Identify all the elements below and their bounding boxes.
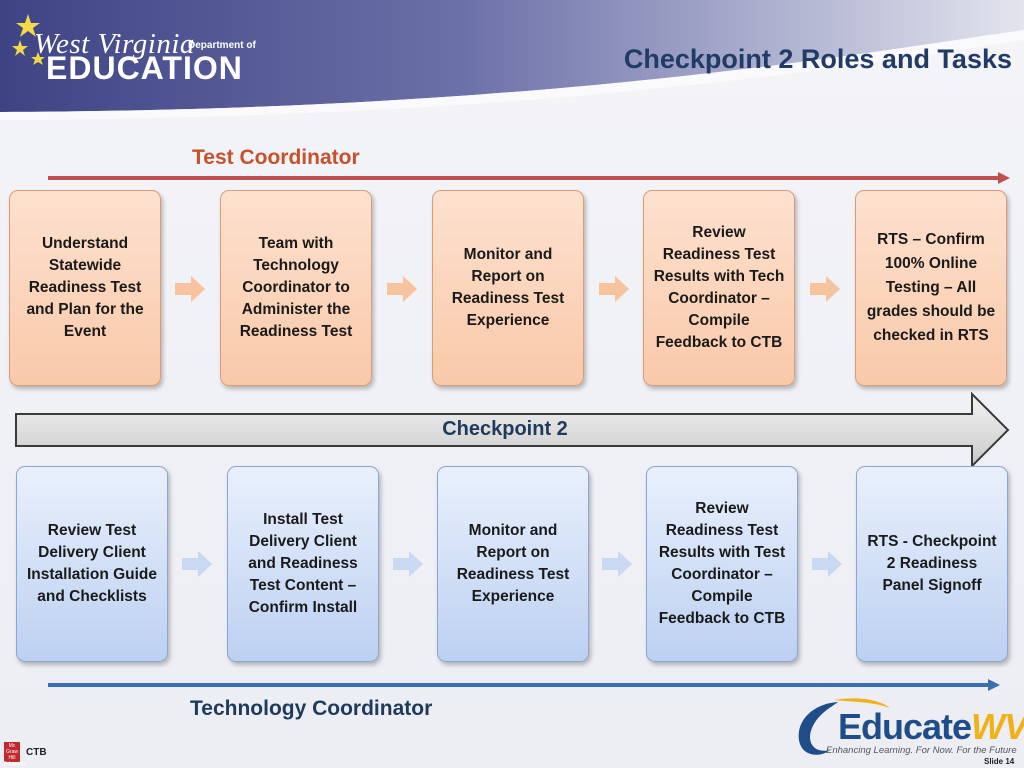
ctb-label: CTB <box>26 746 47 758</box>
arrow-right-icon <box>599 276 629 302</box>
task-box-top-2: Team with Technology Coordinator to Admi… <box>220 190 372 386</box>
slide-number: Slide 14 <box>984 757 1015 766</box>
test-coordinator-arrow <box>48 172 1010 184</box>
stars-logo-mark <box>8 12 48 77</box>
tagline: Enhancing Learning. For Now. For the Fut… <box>826 745 1017 756</box>
task-box-top-1: Understand Statewide Readiness Test and … <box>9 190 161 386</box>
educatewv-logo: EducateWV <box>838 706 1024 748</box>
task-box-bottom-1: Review Test Delivery Client Installation… <box>16 466 168 662</box>
educatewv-swoosh-icon <box>798 698 890 755</box>
arrow-right-icon <box>810 276 840 302</box>
slide-title: Checkpoint 2 Roles and Tasks <box>623 44 1012 74</box>
brand-educate: Educate <box>838 706 972 747</box>
task-box-top-3: Monitor and Report on Readiness Test Exp… <box>432 190 584 386</box>
role-test-coordinator: Test Coordinator <box>192 146 360 169</box>
arrow-right-icon <box>387 276 417 302</box>
task-box-bottom-2: Install Test Delivery Client and Readine… <box>227 466 379 662</box>
role-technology-coordinator: Technology Coordinator <box>190 697 433 720</box>
checkpoint-arrow <box>15 392 1010 468</box>
task-box-bottom-3: Monitor and Report on Readiness Test Exp… <box>437 466 589 662</box>
task-box-bottom-5: RTS - Checkpoint 2 Readiness Panel Signo… <box>856 466 1008 662</box>
task-box-bottom-4: Review Readiness Test Results with Test … <box>646 466 798 662</box>
task-box-top-5: RTS – Confirm 100% Online Testing – All … <box>855 190 1007 386</box>
arrow-right-icon <box>182 551 212 577</box>
brand-wv: WV <box>971 706 1024 747</box>
arrow-right-icon <box>602 551 632 577</box>
logo-education: EDUCATION <box>46 50 243 86</box>
logo-department: Department of <box>188 40 256 51</box>
logo-west-virginia: West Virginia <box>34 28 195 60</box>
arrow-right-icon <box>175 276 205 302</box>
mcgraw-hill-mark: Mc Graw Hill Education <box>4 742 27 767</box>
publisher-logo: Mc Graw Hill Education CTB <box>4 742 47 767</box>
header-banner <box>0 0 1024 120</box>
arrow-right-icon <box>812 551 842 577</box>
checkpoint-label: Checkpoint 2 <box>442 418 568 440</box>
technology-coordinator-arrow <box>48 679 1000 691</box>
task-box-top-4: Review Readiness Test Results with Tech … <box>643 190 795 386</box>
arrow-right-icon <box>393 551 423 577</box>
